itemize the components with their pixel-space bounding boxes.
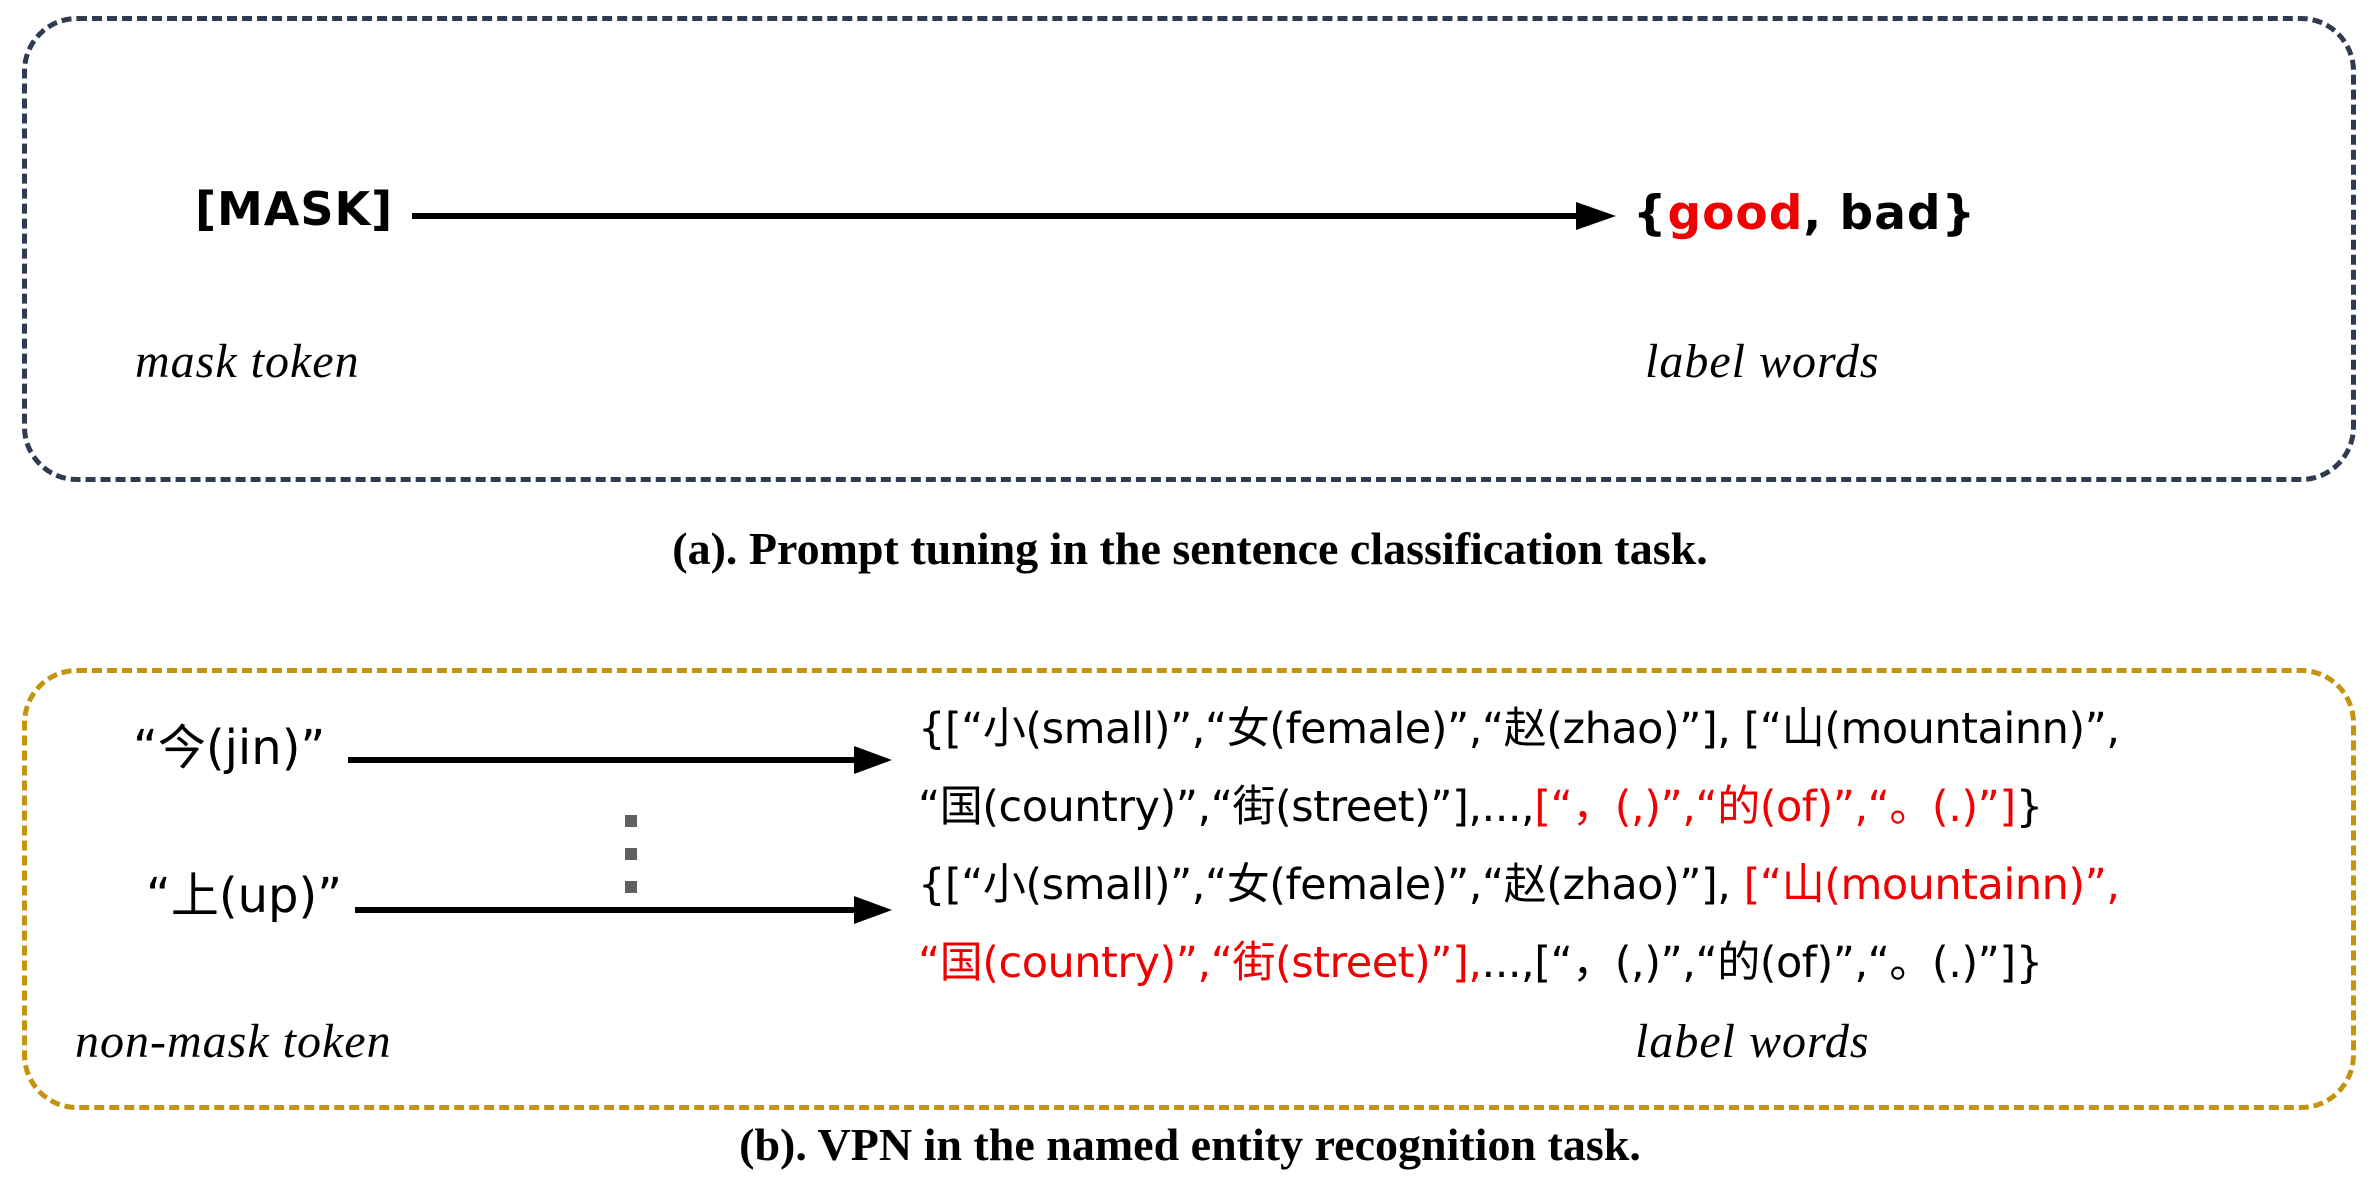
label-words-set-row2: {[“小(small)”,“女(female)”,“赵(zhao)”], [“山… <box>918 846 2120 1002</box>
mask-token-text: [MASK] <box>195 182 394 236</box>
mask-token-caption: mask token <box>135 335 360 388</box>
figure-caption-b: (b). VPN in the named entity recognition… <box>739 1119 1641 1170</box>
label-words-caption-a: label words <box>1645 335 1880 388</box>
row1-line1: {[“小(small)”,“女(female)”,“赵(zhao)”], [“山… <box>918 704 2120 754</box>
row2-line2: “国(country)”,“街(street)”],...,[“，(,)”,“的… <box>918 938 2043 988</box>
label-words-set-a: {good, bad} <box>1633 186 1977 241</box>
arrow-up-to-labels <box>355 896 892 924</box>
figure-caption-a: (a). Prompt tuning in the sentence class… <box>672 523 1708 574</box>
vertical-ellipsis-icon <box>625 815 637 893</box>
token-jin: “今(jin)” <box>133 720 326 776</box>
arrow-jin-to-labels <box>348 746 892 774</box>
non-mask-token-caption: non-mask token <box>75 1015 392 1068</box>
label-words-caption-b: label words <box>1635 1015 1870 1068</box>
panel-b-box <box>22 668 2356 1110</box>
arrow-mask-to-labels <box>412 202 1616 230</box>
panel-a-box <box>22 16 2356 482</box>
label-words-set-row1: {[“小(small)”,“女(female)”,“赵(zhao)”], [“山… <box>918 690 2120 846</box>
token-up: “上(up)” <box>146 868 343 924</box>
row1-line2: “国(country)”,“街(street)”],...,[“，(,)”,“的… <box>918 782 2043 832</box>
row2-line1: {[“小(small)”,“女(female)”,“赵(zhao)”], [“山… <box>918 860 2120 910</box>
